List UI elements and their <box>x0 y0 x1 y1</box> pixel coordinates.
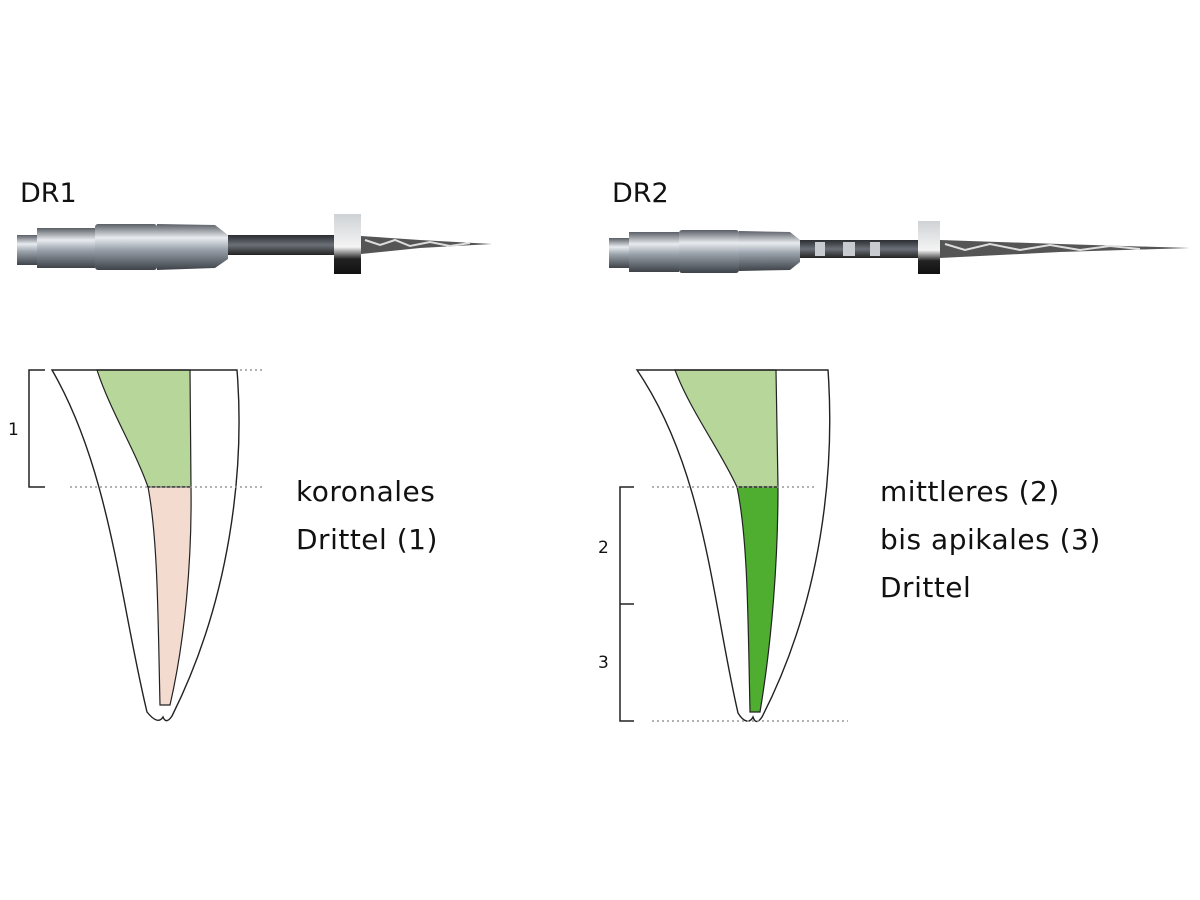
dr2-root-outline <box>635 369 831 723</box>
dr2-title: DR2 <box>612 178 669 209</box>
dr2-bracket-label-3: 3 <box>598 653 609 673</box>
dr1-file-instrument <box>17 214 492 274</box>
dr2-canal-coronal-third <box>674 369 779 488</box>
caption-line: Drittel <box>880 571 972 604</box>
dr1-tooth-diagram <box>28 369 262 722</box>
caption-line: bis apikales (3) <box>880 523 1101 556</box>
dr2-bracket <box>619 486 634 722</box>
dr1-canal-coronal-third <box>96 369 192 488</box>
dr1-canal-apical <box>147 486 192 706</box>
dr2-caption: mittleres (2) bis apikales (3) Drittel <box>880 468 1101 612</box>
dr2-bracket-label-2: 2 <box>598 538 609 558</box>
dr1-caption: koronales Drittel (1) <box>296 468 438 564</box>
dr1-title: DR1 <box>20 178 77 209</box>
dr1-bracket <box>28 369 45 488</box>
caption-line: mittleres (2) <box>880 475 1060 508</box>
dr1-bracket-label-1: 1 <box>8 420 19 440</box>
dr2-file-instrument <box>609 221 1190 274</box>
dr1-root-outline <box>50 369 240 722</box>
caption-line: koronales <box>296 475 436 508</box>
dr2-tooth-diagram <box>619 369 848 723</box>
caption-line: Drittel (1) <box>296 523 438 556</box>
dr2-canal-middle-apical <box>736 486 779 713</box>
